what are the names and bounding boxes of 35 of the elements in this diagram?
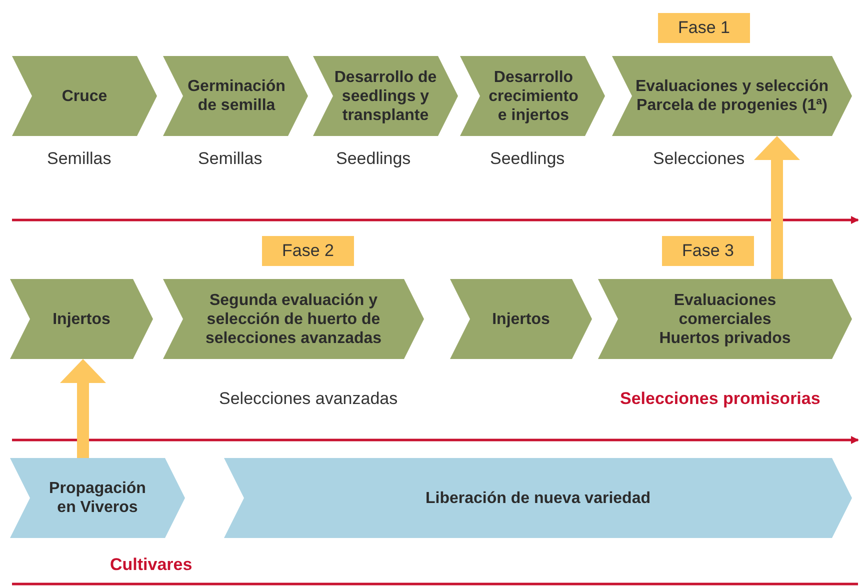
step-caption: Cultivares [110, 555, 192, 575]
phase-tag: Fase 2 [262, 236, 354, 266]
chevron-step [224, 458, 852, 538]
step-label: Injertos [492, 310, 550, 328]
step-caption: Seedlings [490, 149, 565, 169]
phase-tag: Fase 3 [662, 236, 754, 266]
chevron-step [10, 458, 185, 538]
chevron-step [12, 56, 157, 136]
step-label: Cruce [62, 86, 108, 106]
step-label: Germinación de semilla [186, 77, 286, 115]
step-label: Propagación en Viveros [48, 479, 147, 517]
step-label: Desarrollo de seedlings y transplante [333, 68, 438, 124]
chevron-step [313, 56, 458, 136]
step-caption: Selecciones promisorias [620, 389, 820, 409]
block-arrow [754, 136, 800, 279]
step-label: Injertos [52, 310, 110, 328]
step-caption: Selecciones avanzadas [219, 389, 398, 409]
chevron-step [10, 279, 153, 359]
step-label: Evaluaciones y selección Parcela de progenies (1ª) [634, 77, 830, 115]
step-caption: Seedlings [336, 149, 411, 169]
phase-tag: Fase 1 [658, 13, 750, 43]
chevron-step [450, 279, 592, 359]
chevron-step [163, 56, 308, 136]
step-label: Liberación de nueva variedad [426, 488, 650, 508]
step-label: Desarrollo crecimiento e injertos [488, 68, 580, 124]
block-arrow [60, 359, 106, 458]
step-caption: Semillas [47, 149, 112, 169]
chevron-step [612, 56, 852, 136]
chevron-step [163, 279, 424, 359]
step-caption: Semillas [198, 149, 262, 169]
chevron-step [460, 56, 605, 136]
step-label: Segunda evaluación y selección de huerto de selecciones avanzadas [204, 290, 383, 348]
step-label: Evaluaciones comerciales Huertos privados [658, 290, 792, 348]
step-caption: Selecciones [653, 149, 745, 169]
chevron-step [598, 279, 852, 359]
